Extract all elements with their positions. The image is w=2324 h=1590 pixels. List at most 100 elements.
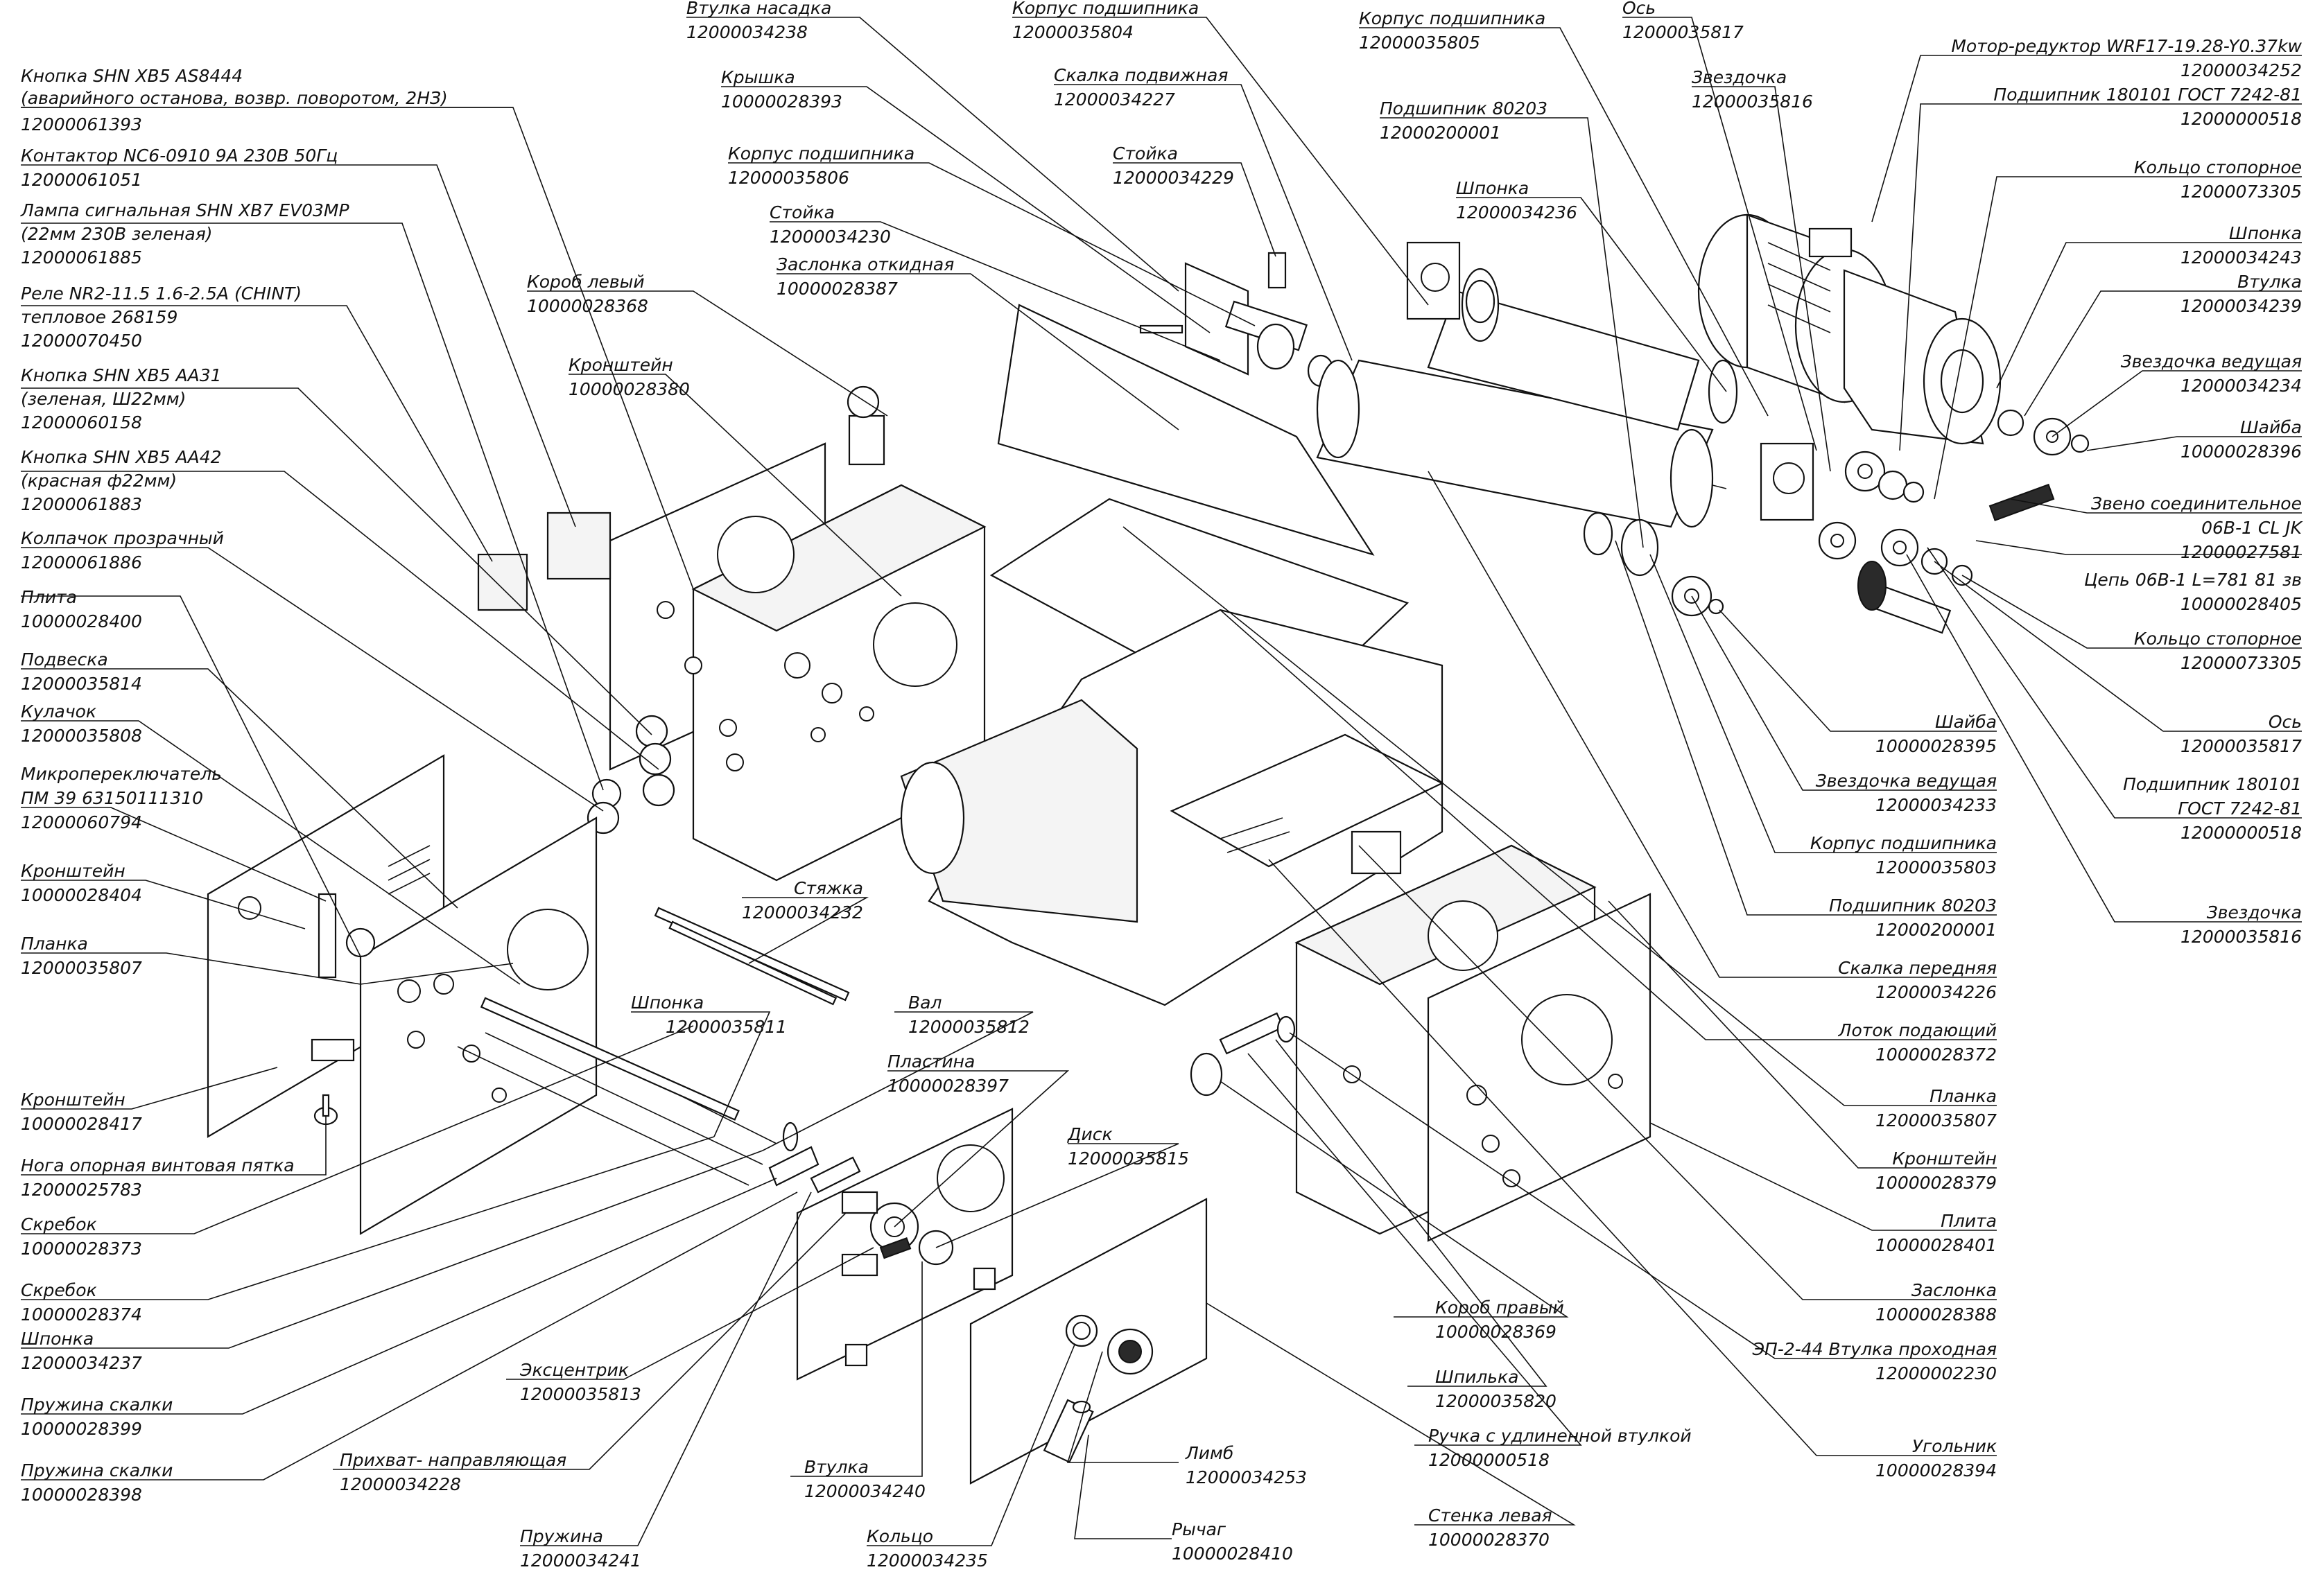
svg-text:10000028398: 10000028398 — [21, 1485, 142, 1505]
svg-text:12000060794: 12000060794 — [21, 812, 142, 832]
callout-skalka-pod: Скалка подвижная 12000034227 — [1054, 65, 1228, 110]
svg-text:Корпус подшипника: Корпус подшипника — [1012, 0, 1199, 18]
svg-text:12000034226: 12000034226 — [1875, 982, 1997, 1002]
svg-text:(красная ф22мм): (красная ф22мм) — [21, 471, 177, 491]
svg-text:12000034232: 12000034232 — [742, 902, 863, 923]
callout-zvezd-ved-233: Звездочка ведущая 12000034233 — [1816, 771, 1997, 815]
svg-text:10000028393: 10000028393 — [721, 91, 842, 112]
svg-text:12000034252: 12000034252 — [2180, 60, 2302, 80]
svg-text:Пластина: Пластина — [887, 1051, 975, 1072]
sprocket-chain-part — [1671, 409, 2090, 634]
svg-text:Крышка: Крышка — [721, 67, 795, 87]
svg-text:Кронштейн: Кронштейн — [569, 355, 673, 375]
callout-kulachok: Кулачок 12000035808 — [21, 701, 142, 746]
callout-kryshka: Крышка 10000028393 — [721, 67, 842, 112]
svg-text:12000034241: 12000034241 — [520, 1550, 641, 1571]
svg-text:12000035820: 12000035820 — [1435, 1391, 1556, 1411]
svg-text:12000035813: 12000035813 — [520, 1384, 641, 1404]
korob-pravyy-part — [1294, 844, 1651, 1242]
svg-text:Планка: Планка — [21, 934, 88, 954]
callout-vtulka-240: Втулка 12000034240 — [804, 1457, 926, 1501]
callout-podsh-180101-bot: Подшипник 180101 ГОСТ 7242-81 1200000051… — [2123, 774, 2302, 843]
svg-text:12000073305: 12000073305 — [2180, 182, 2302, 202]
svg-text:10000028395: 10000028395 — [1875, 736, 1997, 756]
svg-text:Лоток подающий: Лоток подающий — [1838, 1020, 1997, 1040]
svg-text:Кулачок: Кулачок — [21, 701, 96, 722]
callout-zvezd-top: Звездочка 12000035816 — [1692, 67, 1813, 112]
svg-text:Колпачок прозрачный: Колпачок прозрачный — [21, 528, 224, 548]
plita-levaya-part — [207, 754, 598, 1235]
svg-text:12000060158: 12000060158 — [21, 412, 142, 433]
leader-lines — [21, 17, 2302, 1546]
val-skreb-part — [457, 907, 861, 1194]
svg-text:Звездочка ведущая: Звездочка ведущая — [2121, 351, 2302, 372]
skalka-podvizhnaya-part — [1139, 252, 1335, 387]
svg-text:Звездочка: Звездочка — [1692, 67, 1787, 87]
svg-text:Реле NR2-11.5 1.6-2.5А (CHINT): Реле NR2-11.5 1.6-2.5А (CHINT) — [21, 283, 302, 304]
svg-text:10000028373: 10000028373 — [21, 1239, 142, 1259]
svg-text:Кронштейн: Кронштейн — [21, 1090, 125, 1110]
svg-text:10000028368: 10000028368 — [527, 296, 648, 316]
callout-pruzhina: Пружина 12000034241 — [520, 1526, 641, 1571]
svg-text:Микропереключатель: Микропереключатель — [21, 764, 222, 784]
svg-text:12000034239: 12000034239 — [2180, 296, 2302, 316]
svg-text:12000035817: 12000035817 — [1622, 22, 1744, 42]
callout-shayba-395: Шайба 10000028395 — [1875, 712, 1997, 756]
svg-text:12000034238: 12000034238 — [686, 22, 808, 42]
svg-text:Звездочка: Звездочка — [2207, 902, 2302, 923]
svg-text:Ручка с удлиненной втулкой: Ручка с удлиненной втулкой — [1428, 1426, 1692, 1446]
svg-text:Угольник: Угольник — [1912, 1436, 1997, 1456]
svg-text:Заслонка откидная: Заслонка откидная — [777, 254, 954, 274]
callout-shponka-243: Шпонка 12000034243 — [2180, 223, 2302, 268]
svg-text:Лимб: Лимб — [1185, 1443, 1233, 1463]
callout-korpus-805: Корпус подшипника 12000035805 — [1359, 8, 1545, 53]
svg-text:Кольцо: Кольцо — [867, 1526, 933, 1546]
svg-text:10000028400: 10000028400 — [21, 611, 142, 631]
callout-stoyka-230: Стойка 12000034230 — [770, 202, 891, 247]
svg-text:Лампа сигнальная SHN XB7 EV03M: Лампа сигнальная SHN XB7 EV03MP — [20, 200, 349, 220]
svg-text:Скребок: Скребок — [21, 1280, 97, 1300]
callout-koltso-bot: Кольцо стопорное 12000073305 — [2134, 629, 2302, 673]
svg-text:10000028379: 10000028379 — [1875, 1173, 1997, 1193]
callout-ep: ЭП-2-44 Втулка проходная 12000002230 — [1752, 1339, 1997, 1383]
svg-text:12000061883: 12000061883 — [21, 494, 142, 514]
svg-text:Подшипник 180101: Подшипник 180101 — [2123, 774, 2302, 794]
svg-text:Втулка: Втулка — [804, 1457, 869, 1477]
svg-text:12000034235: 12000034235 — [867, 1550, 988, 1571]
callout-rychag: Рычаг 10000028410 — [1172, 1519, 1293, 1564]
svg-text:Диск: Диск — [1067, 1124, 1113, 1144]
callout-motor: Мотор-редуктор WRF17-19.28-Y0.37kw 12000… — [1951, 36, 2302, 80]
svg-text:Подвеска: Подвеска — [21, 649, 108, 670]
skalka-perednyaya-part — [1316, 268, 1738, 528]
callout-styazhka: Стяжка 12000034232 — [742, 878, 863, 923]
svg-text:Цепь 06В-1 L=781 81 зв: Цепь 06В-1 L=781 81 зв — [2084, 570, 2302, 590]
callout-koltso-top: Кольцо стопорное 12000073305 — [2134, 157, 2302, 202]
svg-text:Стойка: Стойка — [770, 202, 835, 222]
svg-text:10000028388: 10000028388 — [1875, 1304, 1997, 1325]
callout-knopka-aa42: Кнопка SHN XB5 AA42 (красная ф22мм) 1200… — [21, 447, 222, 514]
svg-text:Пружина: Пружина — [520, 1526, 603, 1546]
svg-text:Подшипник 180101 ГОСТ 7242-81: Подшипник 180101 ГОСТ 7242-81 — [1993, 85, 2302, 105]
svg-text:Плита: Плита — [21, 587, 77, 607]
svg-text:10000028396: 10000028396 — [2180, 442, 2302, 462]
svg-text:12000027581: 12000027581 — [2180, 542, 2302, 562]
svg-text:12000035806: 12000035806 — [728, 168, 849, 188]
svg-text:Звездочка ведущая: Звездочка ведущая — [1816, 771, 1997, 791]
svg-text:12000034230: 12000034230 — [770, 227, 891, 247]
callout-skrebok-373: Скребок 10000028373 — [21, 1214, 142, 1259]
callout-ruchka: Ручка с удлиненной втулкой 12000000518 — [1428, 1426, 1692, 1470]
svg-text:Скалка подвижная: Скалка подвижная — [1054, 65, 1228, 85]
svg-text:10000028401: 10000028401 — [1875, 1235, 1997, 1255]
svg-text:12000061051: 12000061051 — [21, 170, 142, 190]
svg-text:Кнопка SHN XB5 AA31: Кнопка SHN XB5 AA31 — [21, 365, 222, 385]
svg-text:Кнопка SHN XB5 AS8444: Кнопка SHN XB5 AS8444 — [21, 66, 243, 86]
svg-text:Кольцо стопорное: Кольцо стопорное — [2134, 629, 2302, 649]
svg-text:Кольцо стопорное: Кольцо стопорное — [2134, 157, 2302, 177]
callout-noga: Нога опорная винтовая пятка 12000025783 — [21, 1155, 295, 1200]
svg-text:10000028370: 10000028370 — [1428, 1530, 1550, 1550]
lotok-housing-part — [900, 609, 1444, 1006]
callout-skalka-per: Скалка передняя 12000034226 — [1838, 958, 1997, 1002]
svg-text:ГОСТ 7242-81: ГОСТ 7242-81 — [2178, 798, 2302, 819]
callout-zaslonka-388: Заслонка 10000028388 — [1875, 1280, 1997, 1325]
